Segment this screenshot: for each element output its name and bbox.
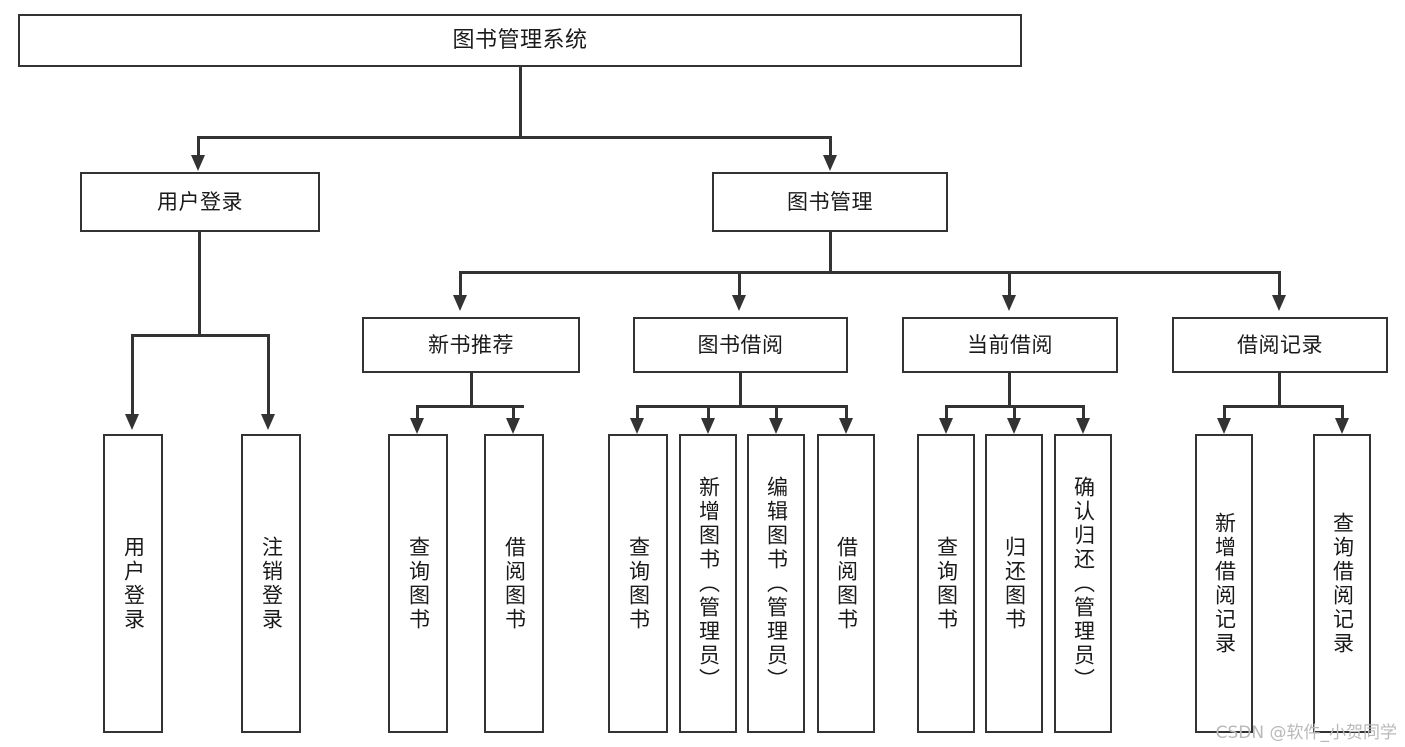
leaf-edit-book[interactable]: 编辑图书（管理员）: [747, 434, 805, 733]
connector-to-book-management: [829, 136, 832, 158]
leaf-label: 新增借阅记录: [1212, 511, 1237, 656]
connector-current-borrow-stem: [1008, 373, 1011, 407]
leaf-borrow-book-2[interactable]: 借阅图书: [817, 434, 875, 733]
leaf-logout[interactable]: 注销登录: [241, 434, 301, 733]
connector-to-book-borrow: [738, 271, 741, 297]
leaf-return-book[interactable]: 归还图书: [985, 434, 1043, 733]
node-label: 借阅记录: [1237, 332, 1323, 357]
connector-user-login-left: [131, 334, 134, 416]
connector-to-borrow-record: [1278, 271, 1281, 297]
connector-cb-leaf1: [945, 405, 948, 419]
arrow-to-current-borrow: [1002, 295, 1016, 311]
connector-bb-leaf2: [707, 405, 710, 419]
leaf-query-book-2[interactable]: 查询图书: [608, 434, 668, 733]
connector-to-new-book-recommend: [459, 271, 462, 297]
node-user-login[interactable]: 用户登录: [80, 172, 320, 232]
leaf-label: 编辑图书（管理员）: [764, 475, 789, 692]
connector-br-leaf2: [1341, 405, 1344, 419]
leaf-label: 查询图书: [626, 535, 651, 632]
arrow-to-leaf-query-record: [1335, 418, 1349, 434]
node-label: 图书借阅: [697, 332, 784, 357]
arrow-to-new-book-recommend: [453, 295, 467, 311]
leaf-user-login[interactable]: 用户登录: [103, 434, 163, 733]
arrow-to-book-management: [823, 155, 837, 171]
node-label: 图书管理系统: [452, 27, 588, 53]
node-new-book-recommend[interactable]: 新书推荐: [362, 317, 580, 373]
node-borrow-record[interactable]: 借阅记录: [1172, 317, 1388, 373]
arrow-to-borrow-record: [1272, 295, 1286, 311]
leaf-add-book[interactable]: 新增图书（管理员）: [679, 434, 737, 733]
connector-bb-leaf4: [845, 405, 848, 419]
arrow-to-leaf-return-book: [1007, 418, 1021, 434]
connector-level2-bar: [197, 136, 832, 139]
leaf-label: 借阅图书: [502, 535, 527, 632]
leaf-label: 新增图书（管理员）: [696, 475, 721, 692]
connector-bb-leaf3: [775, 405, 778, 419]
leaf-label: 借阅图书: [834, 535, 859, 632]
leaf-borrow-book-1[interactable]: 借阅图书: [484, 434, 544, 733]
connector-nbr-leaf1: [416, 405, 419, 419]
connector-to-current-borrow: [1008, 271, 1011, 297]
arrow-to-leaf-user-login: [125, 414, 139, 430]
node-label: 用户登录: [157, 189, 243, 214]
leaf-label: 查询图书: [406, 535, 431, 632]
leaf-label: 归还图书: [1002, 535, 1027, 632]
arrow-to-book-borrow: [732, 295, 746, 311]
leaf-query-record[interactable]: 查询借阅记录: [1313, 434, 1371, 733]
leaf-query-book-3[interactable]: 查询图书: [917, 434, 975, 733]
connector-borrow-record-bar: [1223, 405, 1342, 408]
arrow-to-leaf-borrow-book-2: [839, 418, 853, 434]
node-label: 当前借阅: [967, 332, 1053, 357]
arrow-to-leaf-edit-book: [769, 418, 783, 434]
node-book-borrow[interactable]: 图书借阅: [633, 317, 848, 373]
connector-book-borrow-stem: [739, 373, 742, 407]
arrow-to-leaf-logout: [261, 414, 275, 430]
node-book-management[interactable]: 图书管理: [712, 172, 948, 232]
connector-level3-bar: [459, 271, 1281, 274]
connector-new-book-recommend-bar: [416, 405, 524, 408]
connector-user-login-stem: [198, 232, 201, 336]
leaf-label: 查询图书: [934, 535, 959, 632]
connector-book-borrow-bar: [636, 405, 847, 408]
connector-book-management-stem: [829, 232, 832, 274]
connector-bb-leaf1: [636, 405, 639, 419]
leaf-label: 用户登录: [121, 535, 146, 632]
connector-borrow-record-stem: [1278, 373, 1281, 407]
arrow-to-leaf-query-book-1: [410, 418, 424, 434]
leaf-add-record[interactable]: 新增借阅记录: [1195, 434, 1253, 733]
node-book-management-system[interactable]: 图书管理系统: [18, 14, 1022, 67]
connector-user-login-bar: [131, 334, 267, 337]
connector-to-user-login: [197, 136, 200, 158]
leaf-label: 注销登录: [259, 535, 284, 632]
leaf-query-book-1[interactable]: 查询图书: [388, 434, 448, 733]
connector-nbr-leaf2: [512, 405, 515, 419]
connector-root-stem: [519, 67, 522, 138]
leaf-label: 确认归还（管理员）: [1071, 475, 1096, 692]
connector-cb-leaf2: [1013, 405, 1016, 419]
node-label: 新书推荐: [428, 332, 514, 357]
node-label: 图书管理: [787, 189, 873, 214]
arrow-to-leaf-query-book-3: [939, 418, 953, 434]
arrow-to-leaf-confirm-return: [1076, 418, 1090, 434]
arrow-to-user-login: [191, 155, 205, 171]
connector-cb-leaf3: [1082, 405, 1085, 419]
connector-user-login-right: [267, 334, 270, 416]
leaf-label: 查询借阅记录: [1330, 511, 1355, 656]
arrow-to-leaf-add-book: [701, 418, 715, 434]
connector-new-book-recommend-stem: [470, 373, 473, 407]
connector-br-leaf1: [1223, 405, 1226, 419]
leaf-confirm-return[interactable]: 确认归还（管理员）: [1054, 434, 1112, 733]
node-current-borrow[interactable]: 当前借阅: [902, 317, 1118, 373]
arrow-to-leaf-add-record: [1217, 418, 1231, 434]
arrow-to-leaf-borrow-book-1: [506, 418, 520, 434]
arrow-to-leaf-query-book-2: [630, 418, 644, 434]
